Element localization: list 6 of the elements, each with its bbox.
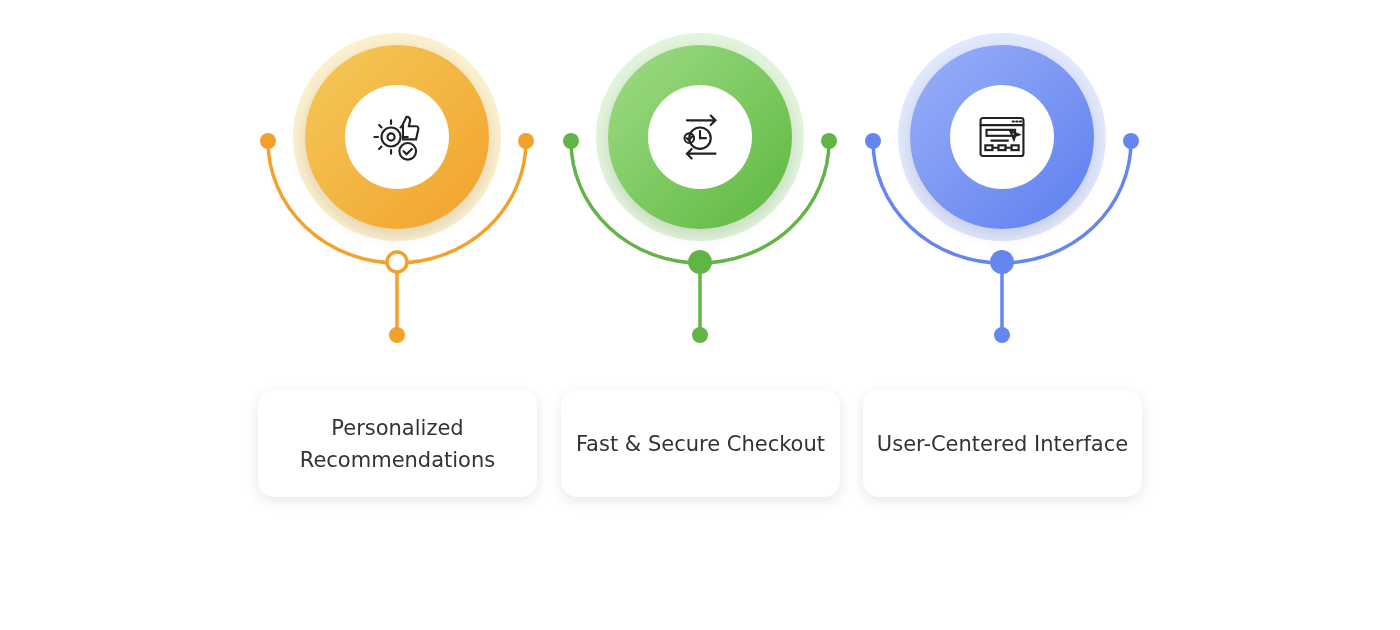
card-title: Fast & Secure Checkout: [575, 430, 825, 458]
icon-circle: [910, 45, 1094, 229]
card-title: Personalized Recommendations: [298, 414, 497, 474]
icon-circle: [305, 45, 489, 229]
icon-circle: [608, 45, 792, 229]
card-title: User-Centered Interface: [876, 430, 1129, 458]
